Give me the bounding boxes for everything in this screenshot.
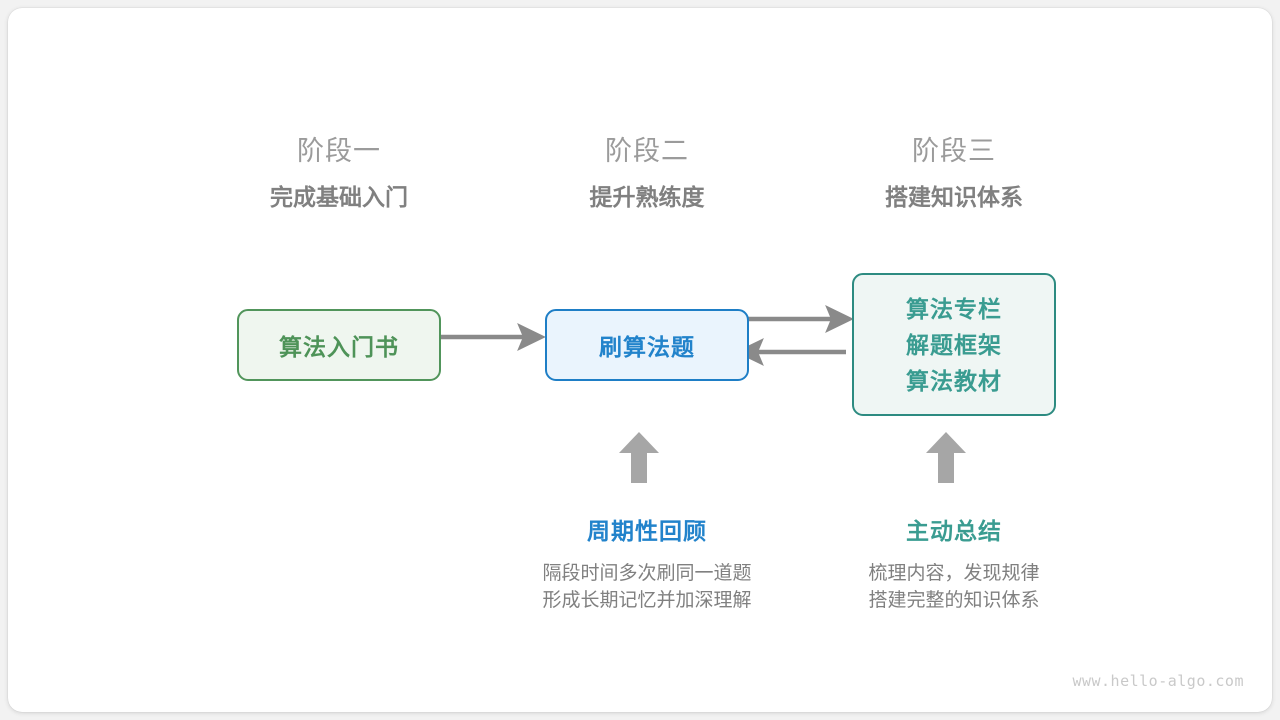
node-resources-line-2: 解题框架 — [906, 331, 1002, 358]
node-resources-line-3: 算法教材 — [906, 367, 1002, 394]
diagram-card: 阶段一 完成基础入门 阶段二 提升熟练度 阶段三 搭建知识体系 — [8, 8, 1272, 712]
stage-header-2: 阶段二 提升熟练度 — [497, 134, 797, 212]
stage-1-title: 完成基础入门 — [270, 184, 408, 210]
annotation-active-summary: 主动总结 梳理内容，发现规律 搭建完整的知识体系 — [794, 516, 1114, 614]
stage-header-1: 阶段一 完成基础入门 — [189, 134, 489, 212]
stage-2-name: 阶段二 — [605, 136, 689, 166]
annotation-review-desc-line-2: 形成长期记忆并加深理解 — [542, 590, 752, 611]
node-book-line-1: 算法入门书 — [279, 334, 399, 360]
annotation-summary-title: 主动总结 — [906, 518, 1002, 544]
annotation-review-title: 周期性回顾 — [587, 518, 707, 544]
node-resources-line-1: 算法专栏 — [906, 295, 1002, 322]
node-practice-line-1: 刷算法题 — [599, 334, 695, 360]
watermark-url: www.hello-algo.com — [1072, 672, 1244, 690]
stage-1-name: 阶段一 — [297, 136, 381, 166]
annotation-summary-desc-line-2: 搭建完整的知识体系 — [868, 590, 1040, 611]
annotation-periodic-review: 周期性回顾 隔段时间多次刷同一道题 形成长期记忆并加深理解 — [487, 516, 807, 614]
stage-header-3: 阶段三 搭建知识体系 — [804, 134, 1104, 212]
annotation-summary-desc-line-1: 梳理内容，发现规律 — [868, 563, 1040, 584]
node-algorithm-intro-book[interactable]: 算法入门书 — [237, 309, 441, 381]
annotation-review-desc-line-1: 隔段时间多次刷同一道题 — [542, 563, 752, 584]
node-learning-resources[interactable]: 算法专栏 解题框架 算法教材 — [852, 273, 1056, 416]
stage-3-name: 阶段三 — [912, 136, 996, 166]
stage-2-title: 提升熟练度 — [589, 184, 705, 210]
arrow-up-review — [619, 432, 659, 483]
node-practice-problems[interactable]: 刷算法题 — [545, 309, 749, 381]
arrow-up-summary — [926, 432, 966, 483]
stage-3-title: 搭建知识体系 — [885, 184, 1023, 210]
